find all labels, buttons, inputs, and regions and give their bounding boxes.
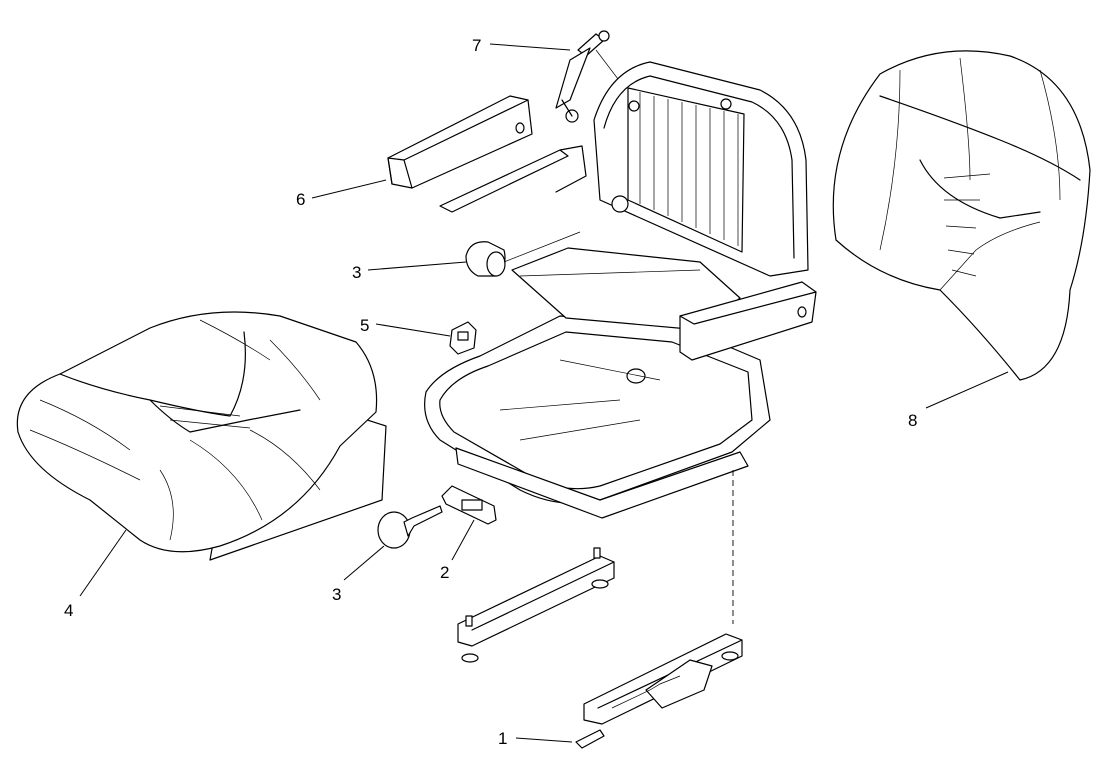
callout-5: 5 [360, 316, 369, 335]
part-seat-cushion [16, 311, 387, 561]
callout-2: 2 [440, 563, 449, 582]
part-bracket [441, 485, 497, 525]
callout-3-upper: 3 [352, 263, 361, 282]
callout-6: 6 [296, 190, 305, 209]
part-knob-upper [465, 231, 581, 277]
part-shock-absorber [555, 30, 641, 123]
part-seat-rail-upper [457, 547, 615, 663]
part-seat-rail-lower [575, 633, 743, 749]
part-seat-base-frame [424, 247, 817, 519]
callout-3-lower: 3 [332, 585, 341, 604]
callout-4: 4 [64, 601, 73, 620]
callout-labels: 7 6 3 5 4 3 2 1 8 [64, 36, 917, 748]
part-knob-lower [377, 505, 443, 549]
callout-1: 1 [498, 729, 507, 748]
callout-7: 7 [472, 36, 481, 55]
callout-8: 8 [908, 411, 917, 430]
part-switch [449, 321, 477, 355]
part-backrest-cushion [832, 50, 1091, 381]
leader-lines [79, 43, 1009, 743]
part-backrest-frame [593, 61, 809, 277]
part-armrest [387, 95, 587, 213]
